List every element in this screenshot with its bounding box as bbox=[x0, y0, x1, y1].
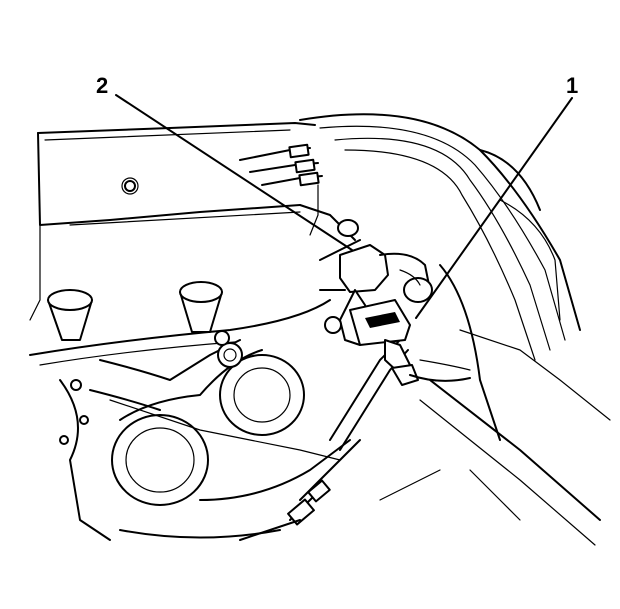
callout-label-1: 1 bbox=[566, 73, 579, 98]
callout-label-2: 2 bbox=[96, 73, 109, 98]
spark-plug-wells bbox=[47, 281, 223, 341]
sensor-connector bbox=[349, 299, 471, 386]
intake-manifold bbox=[29, 299, 351, 541]
harness-connectors bbox=[239, 143, 323, 236]
engine-cover bbox=[29, 122, 356, 321]
leader-lines bbox=[115, 94, 573, 319]
